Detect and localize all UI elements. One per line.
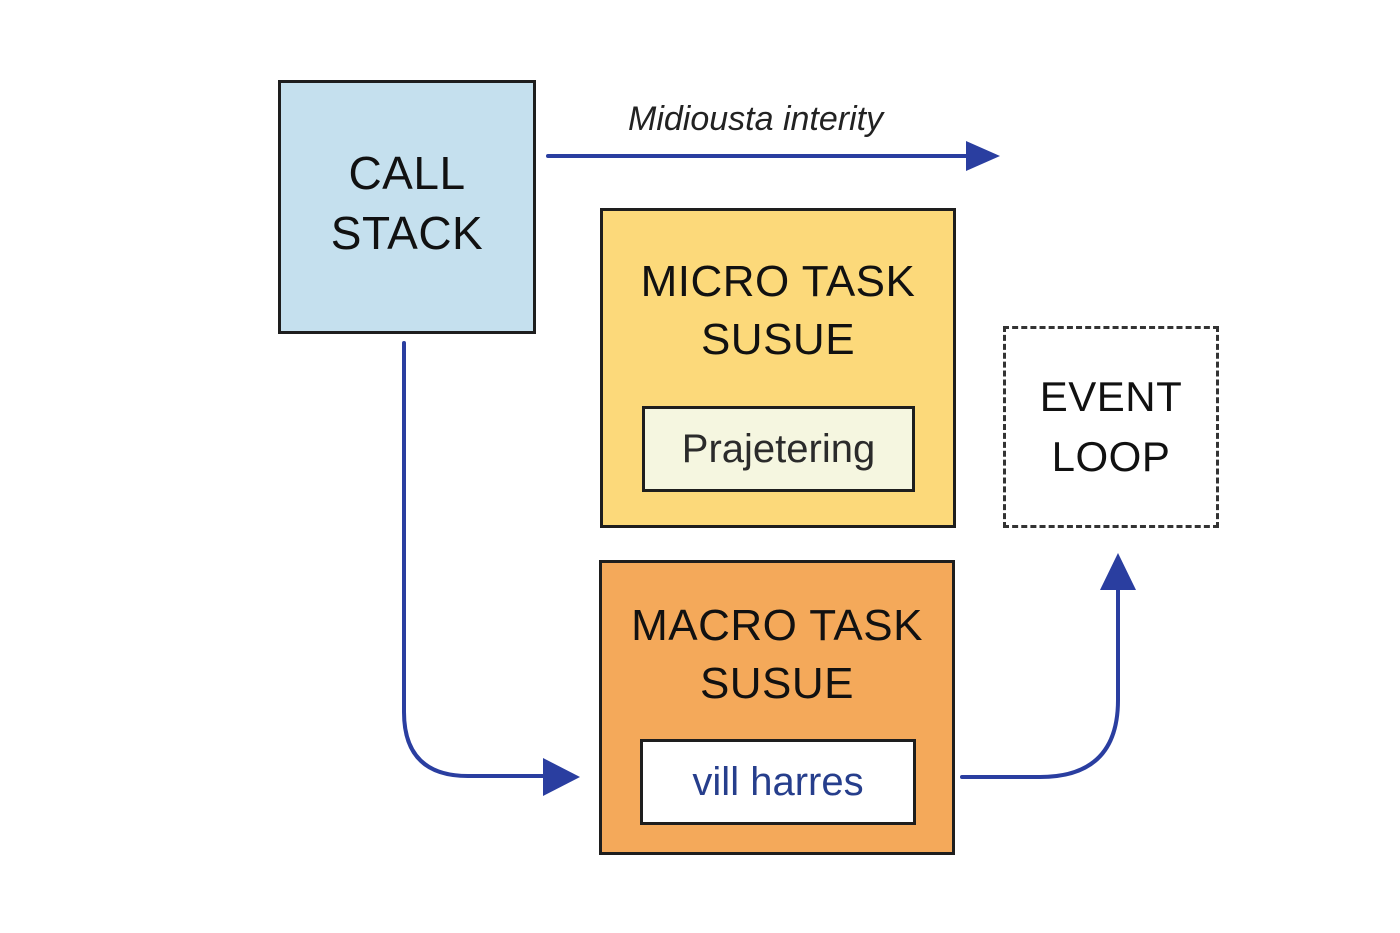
call-stack-box: CALL STACK: [278, 80, 536, 334]
call-stack-title: CALL STACK: [330, 147, 484, 259]
micro-task-item: Prajetering: [642, 406, 915, 492]
macro-to-event-loop-line: [960, 586, 1120, 779]
event-loop-title: EVENT LOOP: [1039, 373, 1183, 480]
macro-task-queue-title: MACRO TASK SUSUE: [631, 601, 923, 708]
top-arrow-label: Midiousta interity: [628, 100, 884, 138]
macro-task-queue-box: MACRO TASK SUSUE vill harres: [599, 560, 955, 855]
top-arrowhead: [966, 141, 1000, 171]
event-loop-arrowhead: [1100, 553, 1136, 590]
event-loop-box: EVENT LOOP: [1003, 326, 1219, 528]
micro-task-queue-box: MICRO TASK SUSUE Prajetering: [600, 208, 956, 528]
macro-task-item: vill harres: [640, 739, 916, 825]
macro-arrowhead: [543, 758, 580, 796]
micro-task-queue-title: MICRO TASK SUSUE: [640, 257, 916, 364]
call-to-macro-line: [402, 341, 548, 778]
